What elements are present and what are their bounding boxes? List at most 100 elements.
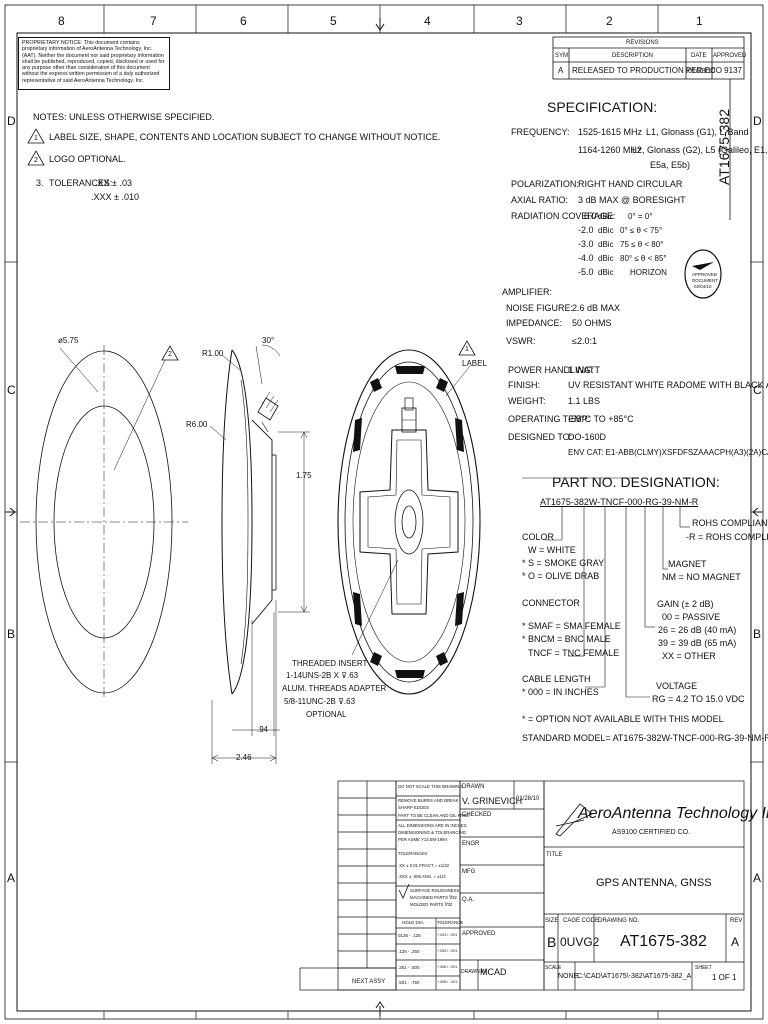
threaded-insert-4: 5/8-11UNC-2B ⊽.63 xyxy=(284,697,356,706)
zone-row-a-right: A xyxy=(753,871,762,885)
rad-unit: dBic xyxy=(598,254,614,263)
tol-hole-row: .126 - .250 xyxy=(398,949,420,954)
rad-coverage: 0° ≤ θ < 75° xyxy=(620,226,663,235)
approval-stamp-l3: 02/04/10 xyxy=(694,284,712,289)
rev-row-date: 01/28/10 xyxy=(688,68,716,75)
tol-no-scale: DO NOT SCALE THIS DRAWING xyxy=(398,784,463,789)
dim-tag-1: 1 xyxy=(465,346,469,353)
spec-title: SPECIFICATION: xyxy=(547,99,658,115)
spec-freq2-desc: L2, Glonass (G2), L5 (Galileo, E1, xyxy=(632,145,768,155)
rad-coverage: HORIZON xyxy=(630,268,667,277)
dim-height: 1.75 xyxy=(296,471,312,480)
rad-coverage: 80° ≤ θ < 85° xyxy=(620,254,667,263)
spec-finish-value: UV RESISTANT WHITE RADOME WITH BLACK ALU… xyxy=(568,380,768,390)
tol-hole-row: 0135 - .125 xyxy=(398,933,421,938)
spec-power-label: POWER HANDLING: xyxy=(508,365,594,375)
note-1: LABEL SIZE, SHAPE, CONTENTS AND LOCATION… xyxy=(49,132,441,142)
partno-connector-3: TNCF = TNC FEMALE xyxy=(528,648,620,658)
company-cert: AS9100 CERTIFIED CO. xyxy=(612,829,691,836)
spec-axial-label: AXIAL RATIO: xyxy=(511,195,569,205)
mfg-label: MFG xyxy=(462,869,476,875)
spec-weight-label: WEIGHT: xyxy=(508,396,546,406)
zone-col-5: 5 xyxy=(330,14,337,28)
spec-polarization-value: RIGHT HAND CIRCULAR xyxy=(578,179,683,189)
proprietary-notice: PROPRIETARY NOTICE: This document contai… xyxy=(18,37,170,90)
partno-option-note: * = OPTION NOT AVAILABLE WITH THIS MODEL xyxy=(522,714,724,724)
tol-clean: PART TO BE CLEAN AND OIL FREE xyxy=(398,813,470,818)
sheet-label: SHEET xyxy=(695,965,712,971)
partno-gain-2: 26 = 26 dB (40 mA) xyxy=(658,625,737,635)
partno-color-3: * O = OLIVE DRAB xyxy=(522,571,600,581)
partno-cable-title: CABLE LENGTH xyxy=(522,674,591,684)
spec-nf-value: 2.6 dB MAX xyxy=(572,303,621,313)
tol-inches: ALL DIMENSIONS ARE IN INCHES xyxy=(398,823,467,828)
tol-hole-header: HOLE DIA. xyxy=(402,920,425,925)
zone-col-4: 4 xyxy=(424,14,431,28)
partno-color-2: * S = SMOKE GRAY xyxy=(522,558,605,568)
dim-diameter: ø5.75 xyxy=(58,336,79,345)
tol-edges: SHARP EDGES xyxy=(398,805,429,810)
tol-tol-header: TOLERANCE xyxy=(437,920,464,925)
tol-2place: .XX ± 0.01 FRACT = ±1/32 xyxy=(398,863,450,868)
partno-standard-model: STANDARD MODEL= AT1675-382W-TNCF-000-RG-… xyxy=(522,733,768,743)
tol-molded: MOLDED PARTS ∇32 xyxy=(410,902,453,907)
cage-code-value: 0UVG2 xyxy=(560,935,600,949)
drawing-number-label: DRAWING NO. xyxy=(598,918,640,924)
partno-rohs-value: -R = ROHS COMPLIANT xyxy=(686,532,768,542)
next-assy-label: NEXT ASSY xyxy=(352,979,386,985)
sheet-value: 1 OF 1 xyxy=(712,973,737,982)
drawing-number: AT1675-382 xyxy=(620,933,707,950)
threaded-insert-1: THREADED INSERT xyxy=(292,659,368,668)
rad-coverage: 0° = 0° xyxy=(628,212,653,221)
approval-stamp-l2: DOCUMENT xyxy=(692,278,718,283)
checked-label: CHECKED xyxy=(462,812,492,818)
spec-designed-value: DO-160D xyxy=(568,432,607,442)
spec-impedance-value: 50 OHMS xyxy=(572,318,612,328)
tol-hole-row: .251 - .500 xyxy=(398,965,420,970)
size-value: B xyxy=(547,934,557,950)
company-name: AeroAntenna Technology Inc xyxy=(578,805,768,822)
engr-label: ENGR xyxy=(462,841,480,847)
note-3-tol-2place: .XX ± .03 xyxy=(95,178,132,188)
partno-voltage-1: RG = 4.2 TO 15.0 VDC xyxy=(652,694,745,704)
drawn-label: DRAWN xyxy=(462,784,485,790)
threaded-insert-2: 1-14UNS-2B X ⊽.63 xyxy=(286,671,359,680)
zone-row-b-right: B xyxy=(753,627,762,641)
spec-radiation-label: RADIATION COVERAGE: xyxy=(511,211,616,221)
tol-dim-tol: DIMENSIONING & TOLERANCING xyxy=(398,830,467,835)
spec-axial-value: 3 dB MAX @ BORESIGHT xyxy=(578,195,686,205)
partno-voltage-title: VOLTAGE xyxy=(656,681,698,691)
rev-row-description: RELEASED TO PRODUCTION PER ECO 9137 xyxy=(572,66,742,75)
zone-col-1: 1 xyxy=(696,14,703,28)
zone-col-2: 2 xyxy=(606,14,613,28)
partno-connector-1: * SMAF = SMA FEMALE xyxy=(522,621,621,631)
rev-value: A xyxy=(731,935,740,949)
notes-title: NOTES: UNLESS OTHERWISE SPECIFIED. xyxy=(33,112,215,122)
scale-label: SCALE xyxy=(545,965,562,971)
rad-value: 6.0 xyxy=(584,211,597,221)
partno-gain-3: 39 = 39 dB (65 mA) xyxy=(658,638,737,648)
spec-temp-value: -55°C TO +85°C xyxy=(568,414,634,424)
rad-value: -3.0 xyxy=(578,239,594,249)
tol-hole-tol: +.006 / -.001 xyxy=(437,965,458,969)
spec-freq2-desc-2: E5a, E5b) xyxy=(650,160,691,170)
spec-freq1-desc: L1, Glonass (G1), L-Band xyxy=(646,127,749,137)
partno-gain-4: XX = OTHER xyxy=(662,651,716,661)
tol-asme: PER ASME Y14.5M-1994 xyxy=(398,837,447,842)
rev-label: REV xyxy=(730,918,743,924)
rad-unit: dBic xyxy=(598,240,614,249)
partno-magnet-title: MAGNET xyxy=(668,559,707,569)
spec-temp-label: OPERATING TEMP: xyxy=(508,414,591,424)
tol-hole-tol: +.004 / -.001 xyxy=(437,933,458,937)
zone-row-c-right: C xyxy=(753,383,762,397)
zone-row-b: B xyxy=(7,627,16,641)
spec-vswr-label: VSWR: xyxy=(506,336,536,346)
partno-gain-title: GAIN (± 2 dB) xyxy=(657,599,714,609)
tol-tolerances: TOLERANCES: xyxy=(398,851,429,856)
note-1-tag: 1 xyxy=(34,135,38,142)
title-label: TITLE xyxy=(546,852,563,858)
revisions-title: REVISIONS xyxy=(626,40,659,46)
tol-hole-tol: +.008 / -.001 xyxy=(437,980,458,984)
rad-value: -2.0 xyxy=(578,225,594,235)
rad-value: -5.0 xyxy=(578,267,594,277)
